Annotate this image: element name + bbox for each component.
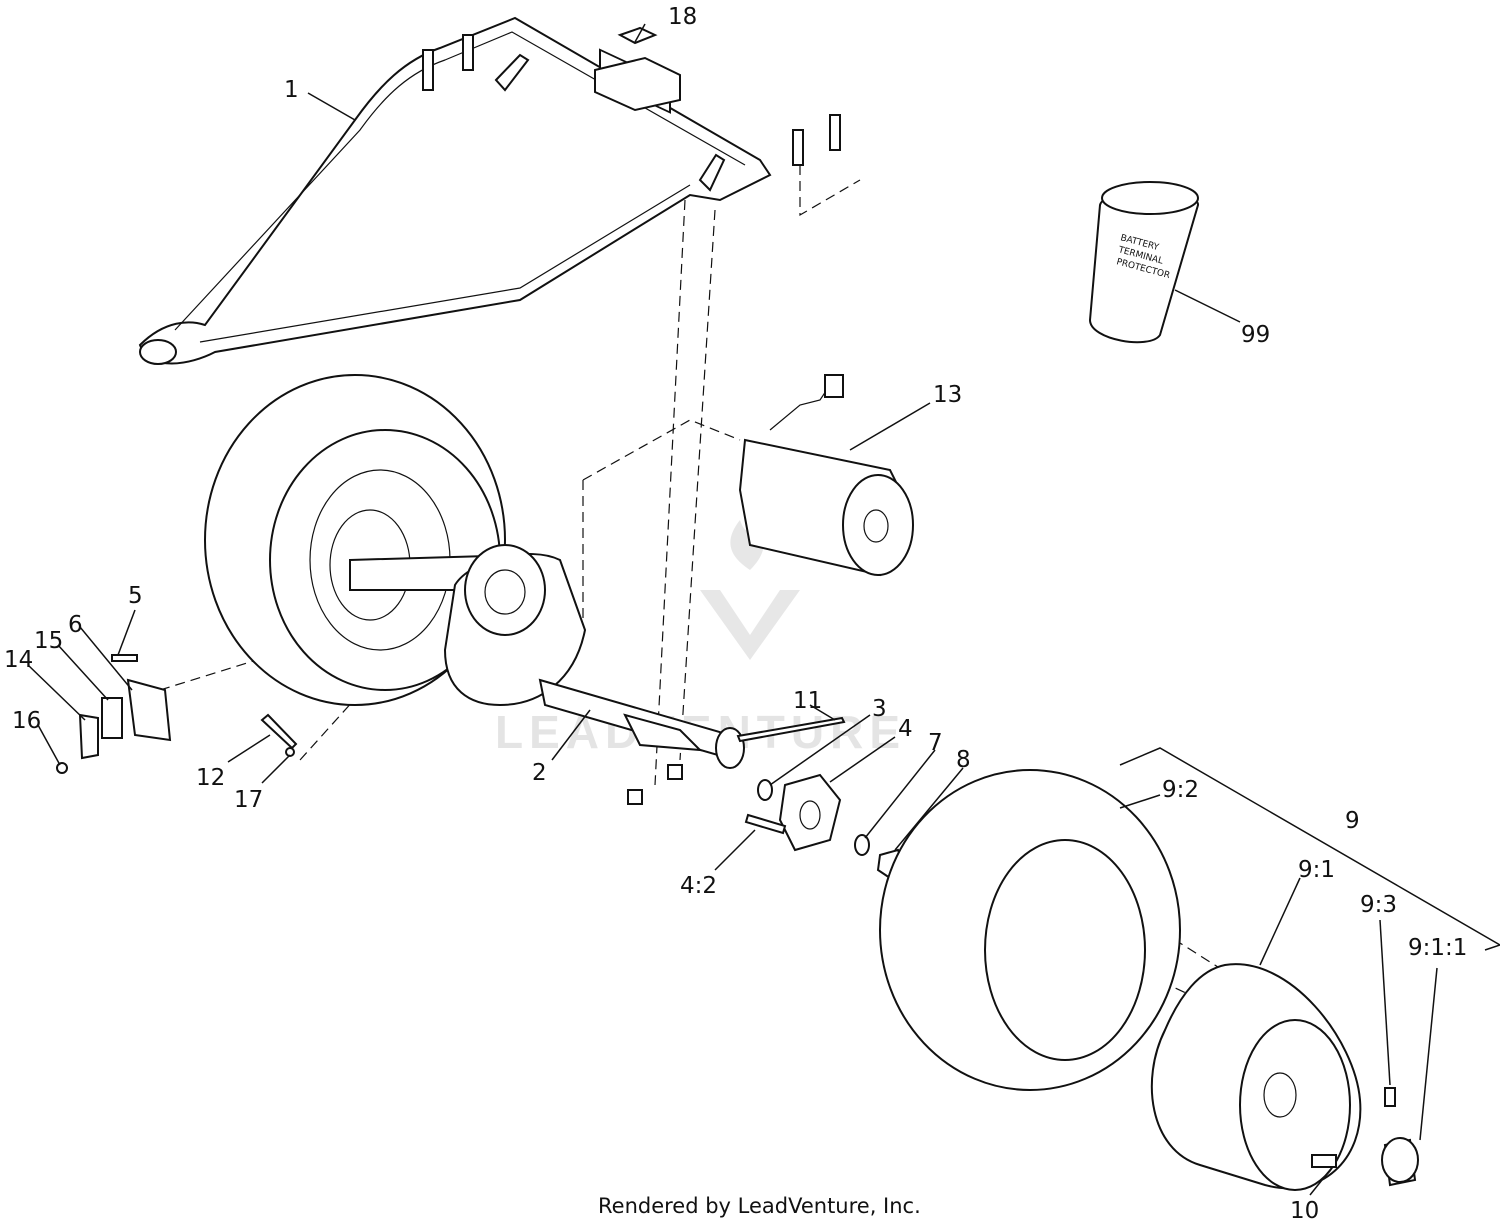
callout-4-2: 4:2 <box>680 873 717 899</box>
callout-13: 13 <box>933 382 962 408</box>
callout-9: 9 <box>1345 808 1360 834</box>
callout-18: 18 <box>668 4 697 30</box>
battery-protector-can: BATTERY TERMINAL PROTECTOR <box>1088 181 1199 344</box>
callouts: 1 2 3 4 4:2 5 6 7 8 9 9:1 9:1:1 9:2 9:3 … <box>4 4 1467 1224</box>
callout-9-1: 9:1 <box>1298 857 1335 883</box>
wheel-hardware <box>1311 1087 1419 1187</box>
brake-assembly <box>56 654 172 774</box>
callout-8: 8 <box>956 747 971 773</box>
spring <box>260 713 298 757</box>
callout-4: 4 <box>898 716 913 742</box>
callout-9-3: 9:3 <box>1360 892 1397 918</box>
callout-2: 2 <box>532 760 547 786</box>
callout-5: 5 <box>128 583 143 609</box>
callout-14: 14 <box>4 647 33 673</box>
callout-17: 17 <box>234 787 263 813</box>
callout-99: 99 <box>1241 322 1270 348</box>
callout-10: 10 <box>1290 1198 1319 1224</box>
wheel-rim <box>1150 963 1362 1191</box>
callout-12: 12 <box>196 765 225 791</box>
footer-credit: Rendered by LeadVenture, Inc. <box>598 1194 921 1218</box>
callout-7: 7 <box>928 730 943 756</box>
callout-3: 3 <box>872 696 887 722</box>
tow-frame <box>138 16 772 365</box>
leader-lines <box>27 23 1500 1196</box>
callout-6: 6 <box>68 612 83 638</box>
transaxle <box>349 544 745 769</box>
callout-9-2: 9:2 <box>1162 777 1199 803</box>
label-tag <box>617 26 658 45</box>
hub-components <box>627 716 907 880</box>
callout-15: 15 <box>34 628 63 654</box>
callout-9-1-1: 9:1:1 <box>1408 935 1467 961</box>
callout-11: 11 <box>793 688 822 714</box>
callout-16: 16 <box>12 708 41 734</box>
right-tire <box>879 769 1181 1091</box>
electric-motor <box>738 374 914 577</box>
callout-1: 1 <box>284 77 299 103</box>
frame-bolts <box>422 34 841 166</box>
